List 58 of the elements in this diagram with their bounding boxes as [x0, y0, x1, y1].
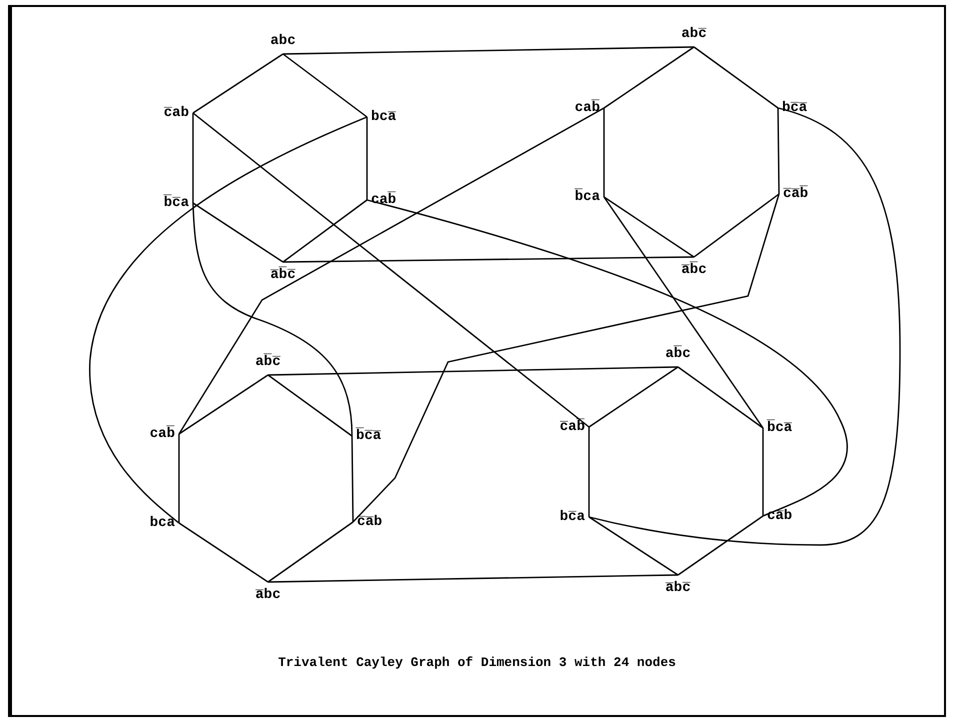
graph-edge [192, 113, 194, 203]
vertex-label: c̅a̅b̅ [779, 185, 808, 203]
graph-edge [603, 108, 605, 197]
vertex-label: b̅ca [574, 188, 604, 206]
graph-edge [678, 515, 764, 576]
graph-edge [268, 366, 678, 376]
vertex-label: ab̅c [665, 345, 691, 367]
graph-edge [268, 521, 354, 583]
vertex-label: a̅b̅c [681, 257, 707, 279]
graph-edge [282, 199, 368, 263]
graph-edge [604, 46, 694, 109]
graph-edge [178, 434, 180, 523]
graph-edge [678, 366, 764, 429]
graph-edge [588, 516, 678, 576]
vertex-label: a̅bc̅ [665, 575, 691, 597]
graph-edge [351, 436, 354, 522]
graph-edge [268, 574, 678, 583]
graph-edge [603, 196, 764, 428]
graph-edge [268, 374, 352, 437]
vertex-label: ab̅c̅ [255, 353, 281, 375]
graph-edge [588, 107, 901, 546]
vertex-label: bc̅a̅ [778, 99, 808, 117]
graph-edge [694, 46, 778, 109]
graph-edge [282, 53, 368, 118]
vertex-label: cab̅ [367, 191, 396, 209]
graph-edge [777, 108, 780, 194]
graph-edge [352, 194, 780, 522]
graph-edge [366, 199, 848, 517]
vertex-label: abc̅ [681, 25, 707, 47]
vertex-label: bca [150, 514, 179, 532]
vertex-label: a̅bc [255, 582, 281, 604]
graph-edge [694, 193, 780, 258]
vertex-label: b̅c̅a̅ [352, 427, 382, 445]
graph-edge [588, 427, 590, 517]
caption: Trivalent Cayley Graph of Dimension 3 with 24 nodes [277, 654, 677, 672]
vertex-label: b̅c̅a [164, 194, 193, 212]
graph-edge [282, 46, 694, 55]
vertex-label: bca̅ [367, 108, 396, 126]
vertex-label: c̅ab [164, 104, 193, 122]
vertex-label: abc [270, 32, 296, 54]
graph-edge [366, 117, 368, 200]
graph-edge [192, 202, 353, 436]
graph-edge [89, 116, 368, 524]
graph-edge [178, 522, 268, 583]
graph-edge [192, 202, 284, 263]
graph-edge [588, 366, 678, 428]
vertex-label: c̅a̅b [353, 513, 382, 531]
vertex-label: cab̅ [150, 425, 179, 443]
vertex-label: cab̅ [574, 99, 604, 117]
graph-edge [283, 256, 694, 263]
graph-edge [604, 196, 694, 258]
vertex-label: a̅b̅c̅ [270, 262, 296, 284]
graph-edge [192, 53, 284, 114]
vertex-label: b̅ca̅ [763, 419, 792, 437]
vertex-label: c̅ab̅ [560, 418, 589, 436]
graph-edge [178, 374, 268, 435]
graph-edge [762, 428, 764, 516]
vertex-label: bc̅a [560, 508, 589, 526]
